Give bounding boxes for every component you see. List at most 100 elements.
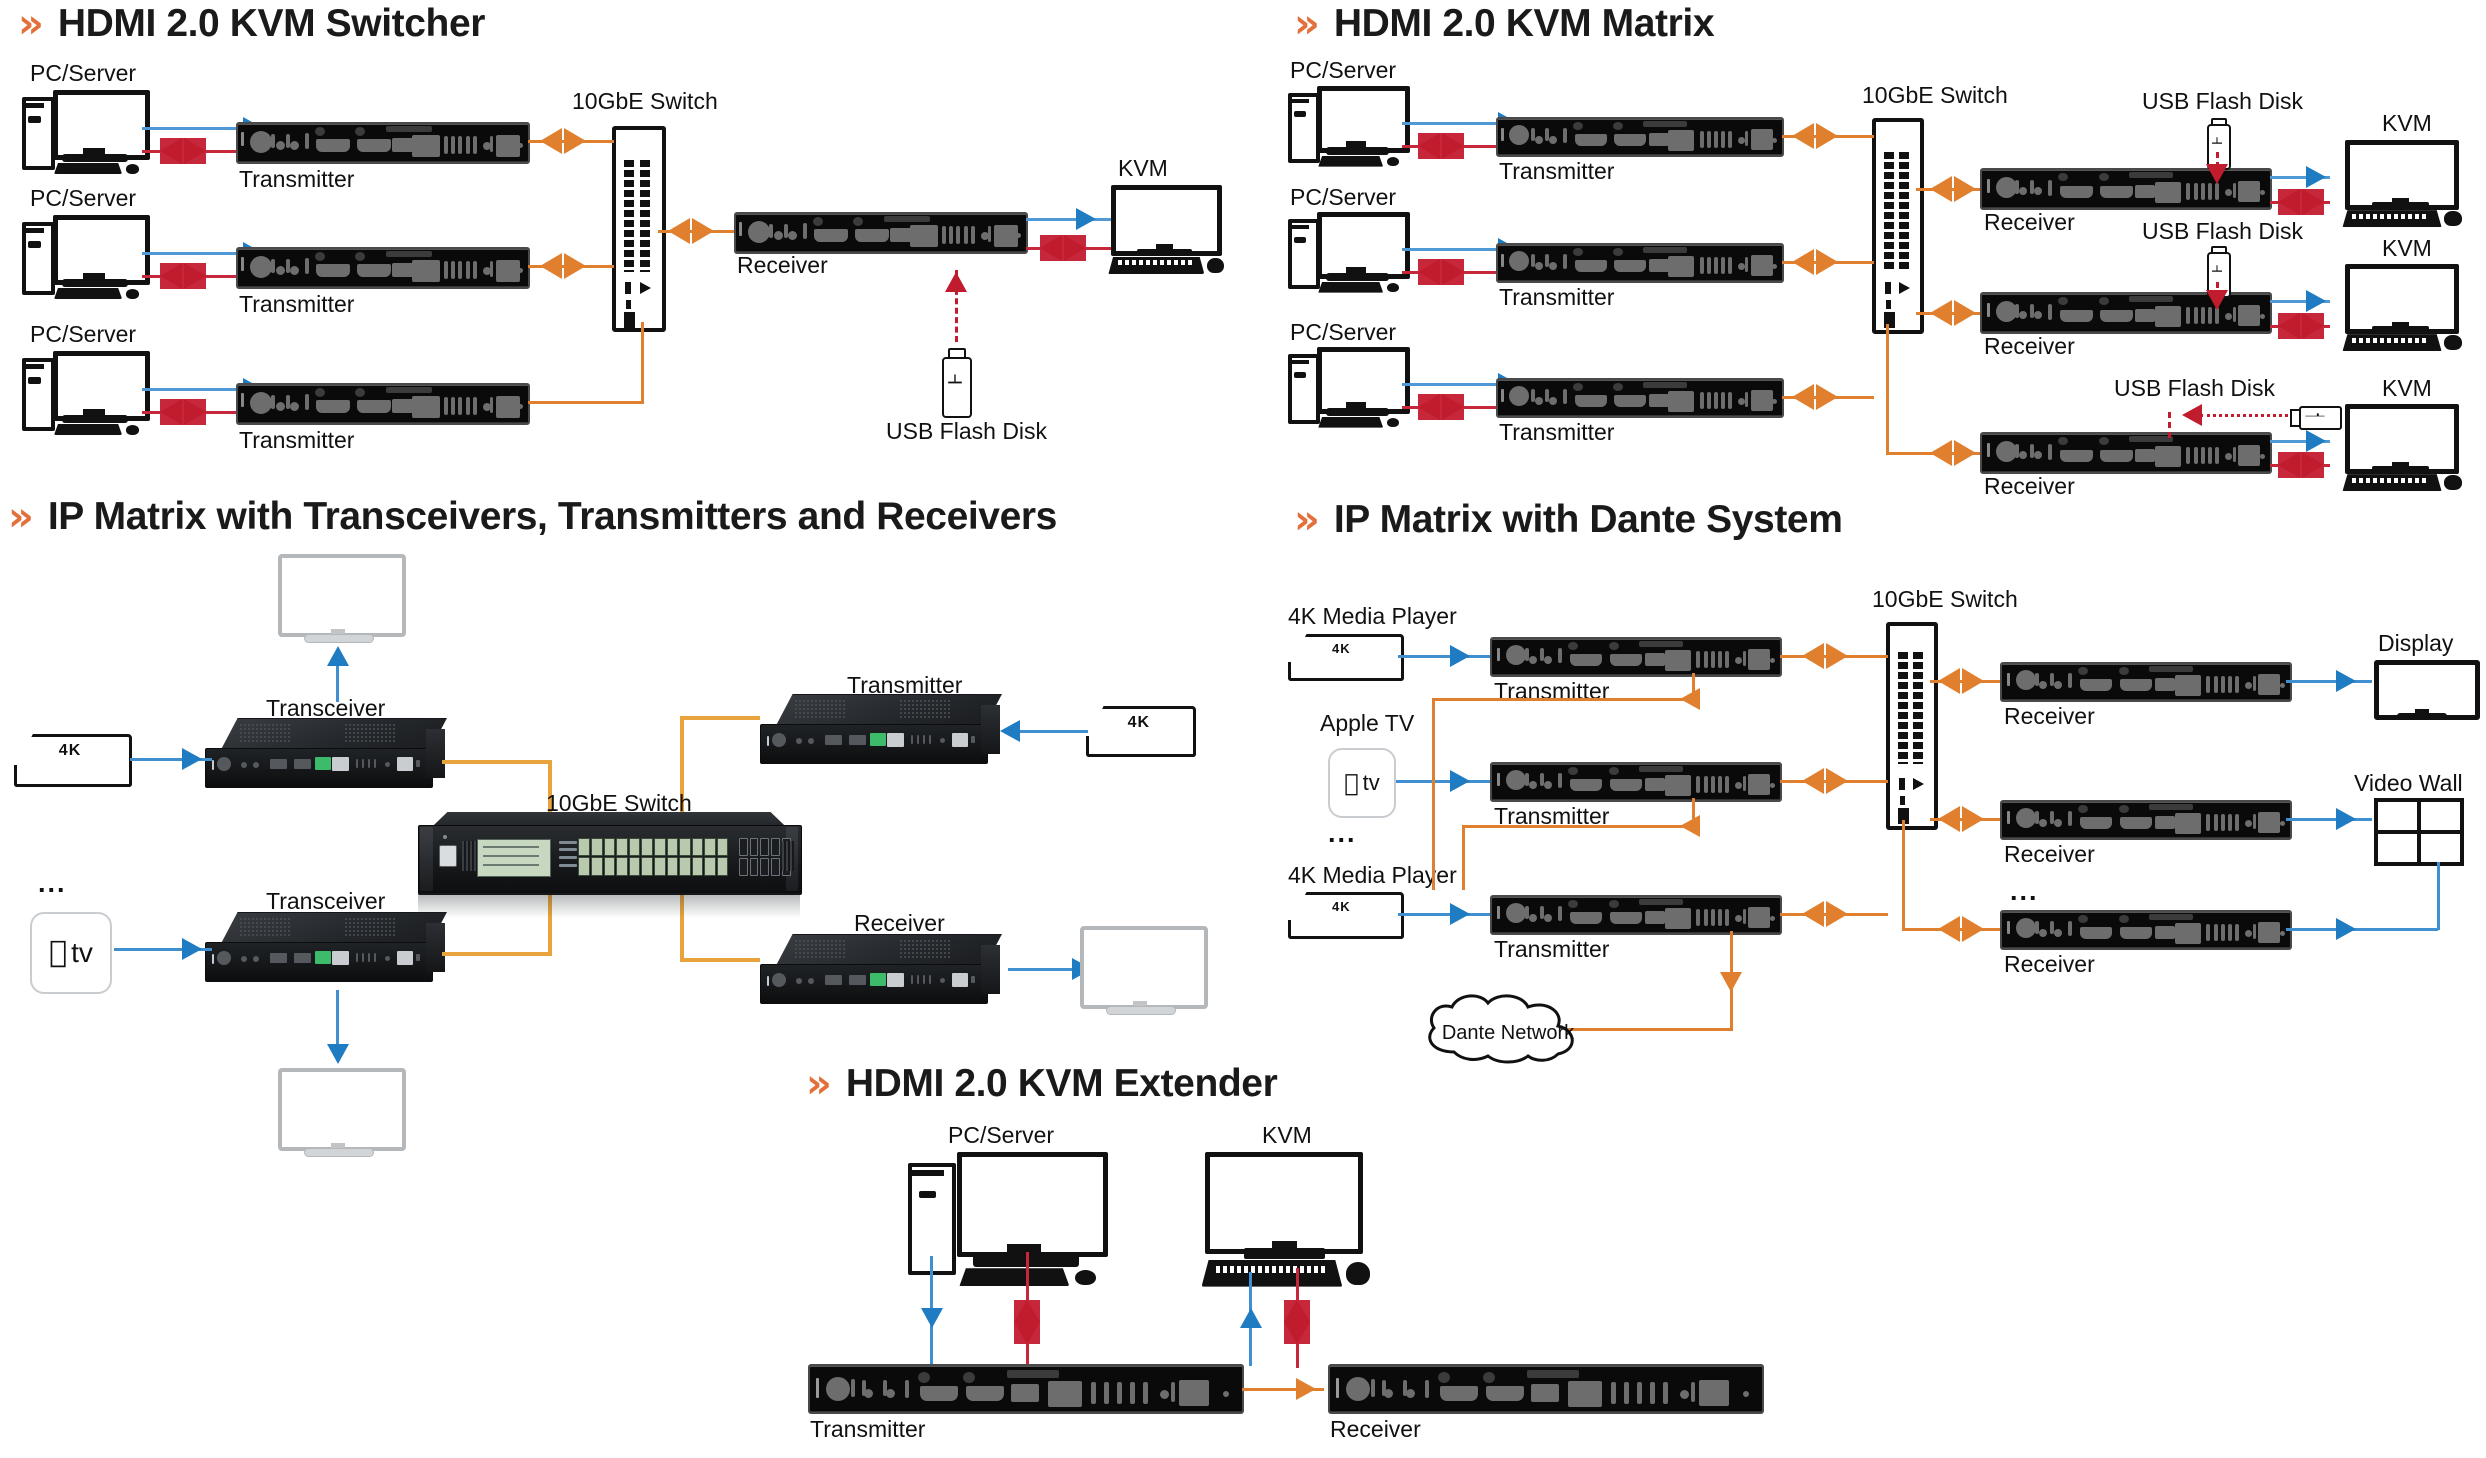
- dante-net-bow-rx2: [1938, 806, 1984, 832]
- label-dante-transmitter-2: Transmitter: [1494, 803, 1610, 829]
- label-usb-flash-disk-1: USB Flash Disk: [886, 418, 1048, 444]
- matrix-net-bow-rx3: [1930, 440, 1976, 466]
- apple-logo-icon: : [49, 938, 67, 968]
- matrix-usb-bow-3: [1418, 394, 1464, 420]
- usb-bow-arrow-2: [160, 263, 206, 289]
- fiber-link-tcv1-h: [442, 760, 552, 764]
- usb-bow-arrow-3: [160, 399, 206, 425]
- fiber-link-rx-h: [680, 958, 760, 962]
- dante-display-arrow: [2336, 670, 2356, 692]
- matrix-video-arrow-rx3: [2306, 430, 2326, 452]
- media-player-label: 4K: [58, 742, 82, 760]
- label-matrix-pc-2: PC/Server: [1290, 184, 1397, 210]
- dante-return-v2: [1462, 825, 1465, 890]
- dante-net-link-rx3-v: [1902, 820, 1905, 930]
- transceiver2-display-link: [336, 990, 339, 1054]
- appletv-transceiver2-link: [114, 948, 212, 951]
- label-extender-transmitter: Transmitter: [810, 1416, 926, 1442]
- usb-dashed-arrow-2: [2206, 164, 2228, 184]
- section-title-kvm-switcher: » HDMI 2.0 KVM Switcher: [18, 2, 485, 46]
- label-transmitter-2: Transmitter: [239, 291, 355, 317]
- dante-media-player-1: 4K: [1288, 634, 1404, 682]
- matrix-usb-bow-1: [1418, 133, 1464, 159]
- video-link-3: [142, 388, 252, 391]
- media-player-4k-icon-left: 4K: [14, 734, 132, 787]
- dante-receiver-1: [2000, 662, 2292, 702]
- tcv-transmitter-device: [760, 694, 1002, 764]
- label-matrix-usb-2: USB Flash Disk: [2142, 218, 2304, 244]
- dante-videowall-link-1: [2286, 818, 2372, 821]
- dante-return-drop-1: [1692, 673, 1695, 700]
- usb-dashed-arrow-4: [2182, 404, 2202, 426]
- label-matrix-transmitter-3: Transmitter: [1499, 419, 1615, 445]
- net-link-tx3-v: [641, 322, 644, 403]
- usb-dashed-link-4-v: [2168, 412, 2171, 438]
- transceiver1-display-arrow: [327, 646, 349, 666]
- apple-tv-label: tv: [1355, 770, 1380, 795]
- display-icon-right: [1080, 926, 1208, 1018]
- extender-video-arrow-rx: [1240, 1308, 1262, 1328]
- label-transmitter-3: Transmitter: [239, 427, 355, 453]
- matrix-kvm-icon-3: [2340, 404, 2464, 500]
- pc-server-icon-2: [22, 215, 150, 303]
- matrix-usb-bow-rx2: [2278, 313, 2324, 339]
- dante-rx-ellipsis: ...: [2010, 876, 2039, 906]
- usb-dashed-link-1: [955, 270, 958, 342]
- matrix-video-link-1: [1402, 122, 1512, 125]
- appletv-transceiver2-arrow: [182, 938, 202, 960]
- net-bow-arrow-switch-rx: [668, 218, 714, 244]
- chevron-icon: »: [1294, 497, 1320, 543]
- dante-return-h2: [1462, 825, 1694, 828]
- label-extender-kvm: KVM: [1262, 1122, 1312, 1148]
- label-matrix-receiver-1: Receiver: [1984, 209, 2075, 235]
- extender-usb-bow-rx: [1284, 1300, 1310, 1344]
- label-transceiver-2: Transceiver: [266, 888, 386, 914]
- transceiver1-display-link: [336, 650, 339, 702]
- usb-dashed-arrow-1: [945, 272, 967, 292]
- matrix-transmitter-3: [1496, 378, 1784, 418]
- transmitter-device-3: [236, 383, 530, 425]
- extender-kvm-icon: [1198, 1152, 1374, 1300]
- label-pc-server-3: PC/Server: [30, 321, 137, 347]
- chevron-icon: »: [8, 494, 34, 540]
- chevron-icon: »: [18, 1, 44, 47]
- fiber-link-tcv2-h: [442, 952, 552, 956]
- kvm-icon-1: [1106, 185, 1226, 283]
- label-dante-transmitter-3: Transmitter: [1494, 936, 1610, 962]
- source-transmitter-link: [1018, 730, 1088, 733]
- usb-flash-disk-icon-4: [2290, 405, 2342, 431]
- dante-transmitter-3: [1490, 895, 1782, 935]
- video-link-2: [142, 252, 252, 255]
- section-title-kvm-extender: » HDMI 2.0 KVM Extender: [806, 1062, 1278, 1106]
- ellipsis-left: ...: [38, 868, 67, 898]
- switch-icon-1: [612, 126, 666, 332]
- receiver-display-link: [1008, 968, 1084, 971]
- apple-logo-icon: : [1344, 771, 1358, 795]
- label-pc-server-1: PC/Server: [30, 60, 137, 86]
- dante-src-ellipsis: ...: [1328, 818, 1357, 848]
- fiber-link-tx-v: [680, 716, 684, 818]
- matrix-net-link-rx3-v: [1886, 324, 1889, 454]
- matrix-video-link-2: [1402, 248, 1512, 251]
- video-wall-tile: [2417, 798, 2464, 834]
- label-dante-display: Display: [2378, 630, 2454, 656]
- label-extender-receiver: Receiver: [1330, 1416, 1421, 1442]
- extender-net-arrow: [1296, 1378, 1316, 1400]
- matrix-video-link-3: [1402, 383, 1512, 386]
- matrix-receiver-3: [1980, 432, 2272, 474]
- source-transceiver1-link: [130, 758, 212, 761]
- matrix-video-link-rx3: [2270, 440, 2330, 443]
- video-arrow-rx-kvm: [1076, 208, 1096, 230]
- matrix-usb-bow-2: [1418, 259, 1464, 285]
- label-matrix-usb-1: USB Flash Disk: [2142, 88, 2304, 114]
- label-receiver-1: Receiver: [737, 252, 828, 278]
- label-dante-receiver-3: Receiver: [2004, 951, 2095, 977]
- label-matrix-pc-1: PC/Server: [1290, 57, 1397, 83]
- dante-return-arrow-1: [1680, 688, 1700, 710]
- dante-video-link-3: [1398, 913, 1490, 916]
- matrix-receiver-2: [1980, 292, 2272, 334]
- matrix-kvm-icon-1: [2340, 140, 2464, 236]
- dante-videowall-link-2-h: [2286, 928, 2438, 931]
- dante-net-bow-rx3: [1938, 916, 1984, 942]
